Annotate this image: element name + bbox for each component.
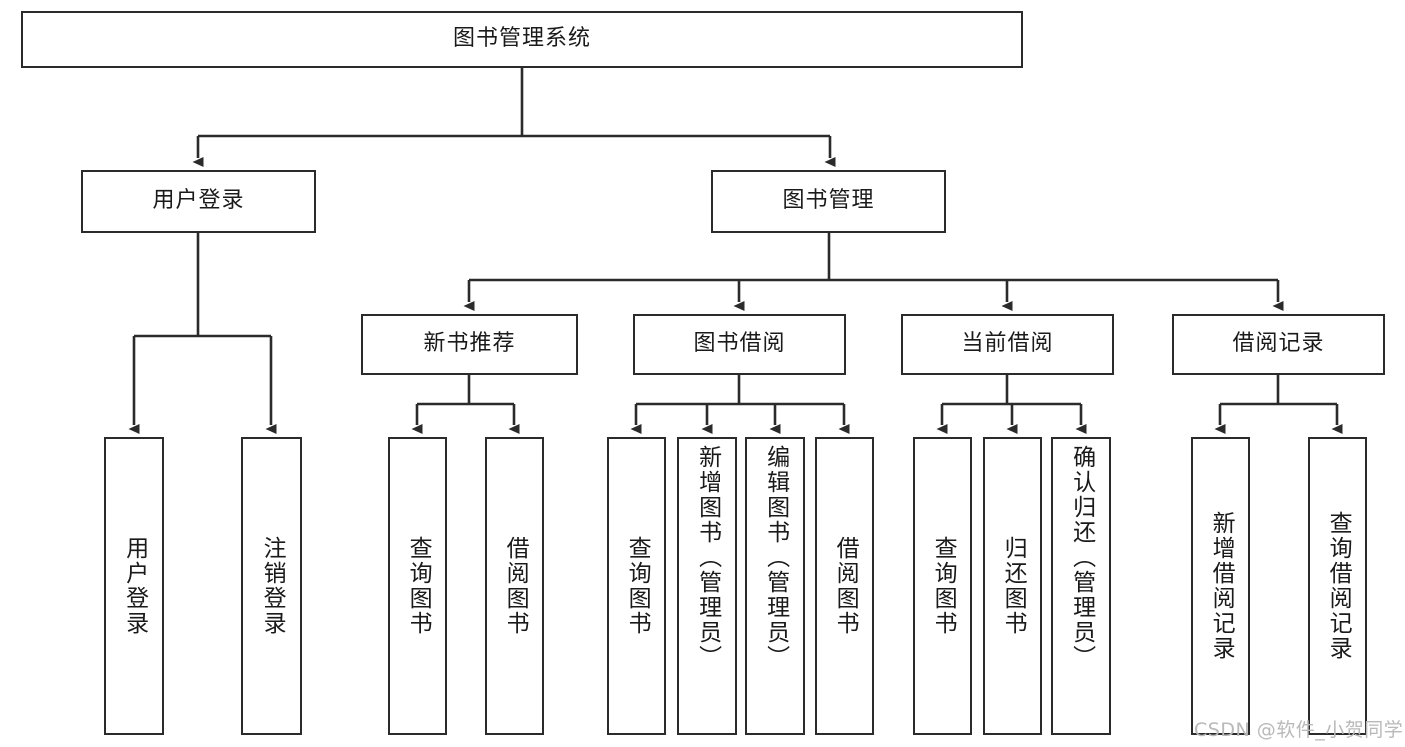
leaf-return-book[interactable]: 归还图书	[983, 437, 1042, 735]
node-label: 新书推荐	[423, 331, 516, 357]
node-label: 归还图书	[1000, 536, 1027, 636]
node-label: 图书管理系统	[452, 26, 591, 52]
leaf-query-borrow-record[interactable]: 查询借阅记录	[1308, 437, 1367, 735]
node-label: 图书借阅	[693, 331, 786, 357]
node-label: 用户登录	[121, 536, 148, 636]
node-root-system[interactable]: 图书管理系统	[21, 11, 1023, 68]
leaf-add-book-admin[interactable]: 新增图书（管理员）	[677, 437, 737, 735]
node-label: 编辑图书（管理员）	[762, 445, 789, 670]
edges-bookmanage-to-level3	[463, 233, 1284, 311]
leaf-query-book-current[interactable]: 查询图书	[913, 437, 972, 735]
node-label: 查询图书	[405, 536, 432, 636]
edges-bookborrow-to-leaves	[630, 375, 850, 434]
leaf-edit-book-admin[interactable]: 编辑图书（管理员）	[745, 437, 805, 735]
leaf-borrow-book-recommend[interactable]: 借阅图书	[485, 437, 544, 735]
node-label: 注销登录	[259, 536, 286, 636]
node-label: 借阅图书	[502, 536, 529, 636]
node-borrow-record[interactable]: 借阅记录	[1172, 314, 1385, 375]
leaf-logout[interactable]: 注销登录	[241, 437, 302, 735]
node-new-book-recommend[interactable]: 新书推荐	[361, 314, 578, 375]
leaf-query-book-borrow[interactable]: 查询图书	[607, 437, 666, 735]
node-user-login[interactable]: 用户登录	[81, 170, 316, 233]
leaf-borrow-book[interactable]: 借阅图书	[815, 437, 874, 735]
edges-userlogin-to-leaves	[128, 233, 277, 434]
leaf-add-borrow-record[interactable]: 新增借阅记录	[1191, 437, 1250, 735]
leaf-user-login[interactable]: 用户登录	[104, 437, 164, 735]
edges-newbook-to-leaves	[411, 375, 520, 434]
node-label: 借阅记录	[1232, 331, 1325, 357]
edges-root-to-level2	[192, 68, 836, 167]
node-label: 新增图书（管理员）	[694, 445, 721, 670]
node-label: 借阅图书	[832, 536, 859, 636]
node-label: 查询图书	[624, 536, 651, 636]
edges-currentborrow-to-leaves	[936, 375, 1087, 434]
node-label: 当前借阅	[961, 331, 1054, 357]
node-book-manage[interactable]: 图书管理	[711, 170, 946, 233]
node-label: 确认归还（管理员）	[1068, 445, 1095, 670]
node-current-borrow[interactable]: 当前借阅	[901, 314, 1114, 375]
node-label: 图书管理	[782, 188, 875, 214]
node-label: 用户登录	[152, 188, 245, 214]
node-label: 新增借阅记录	[1208, 511, 1235, 661]
csdn-watermark: CSDN @软件_小贺同学	[1194, 719, 1404, 741]
leaf-query-book-recommend[interactable]: 查询图书	[388, 437, 447, 735]
node-label: 查询借阅记录	[1325, 511, 1352, 661]
edges-borrowrecord-to-leaves	[1214, 375, 1343, 434]
node-label: 查询图书	[930, 536, 957, 636]
leaf-confirm-return-admin[interactable]: 确认归还（管理员）	[1051, 437, 1111, 735]
node-book-borrow[interactable]: 图书借阅	[633, 314, 846, 375]
